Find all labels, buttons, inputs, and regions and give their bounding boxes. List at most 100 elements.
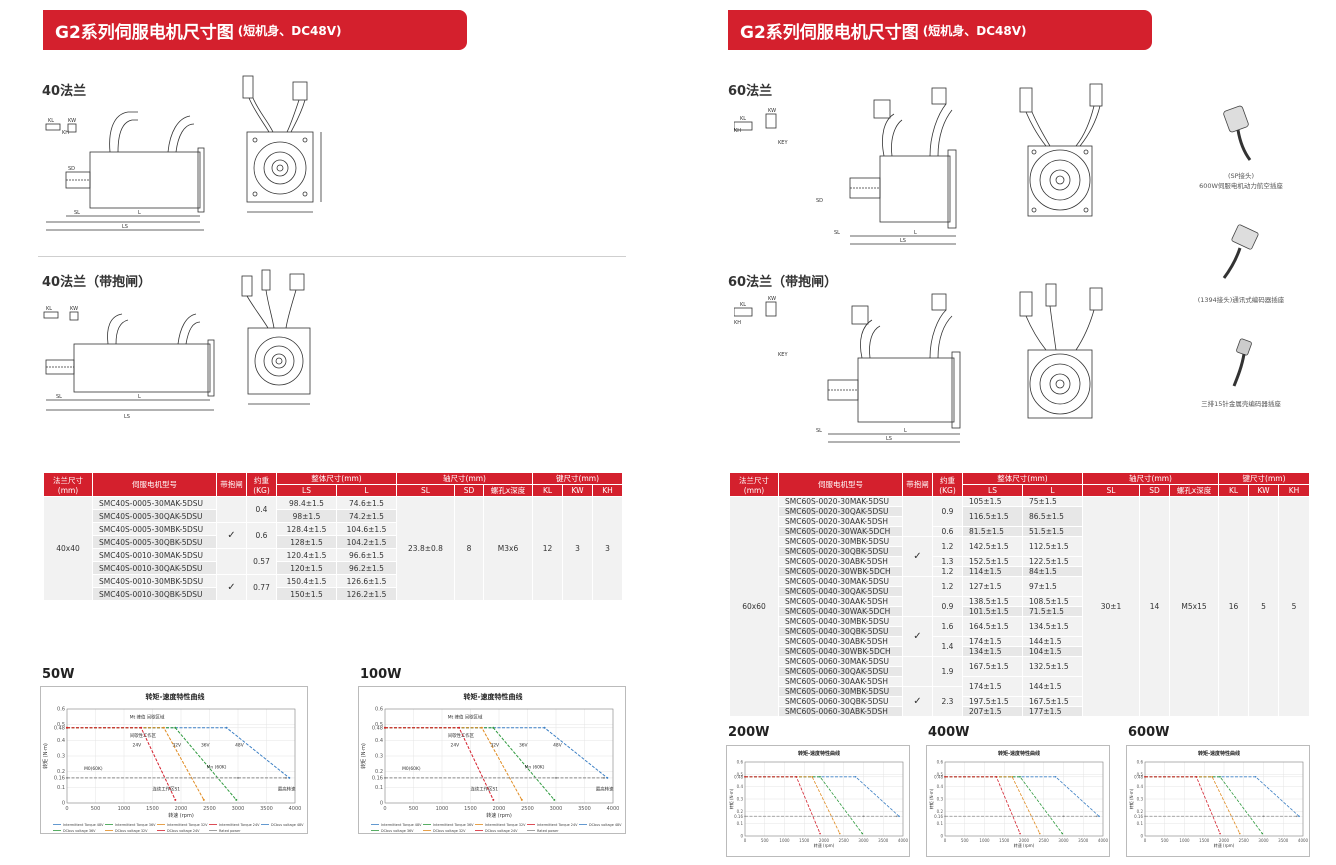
model-cell: SMC60S-0040-30MAK-5DSU <box>778 576 903 587</box>
model-cell: SMC60S-0060-30QAK-5DSU <box>778 666 903 677</box>
th-overall: 整体尺寸(mm) <box>276 472 397 485</box>
x-axis-label: 转速 (rpm) <box>1014 842 1035 848</box>
dim-kw: KW <box>68 118 76 124</box>
x-tick-label: 2000 <box>1219 838 1230 843</box>
x-tick-label: 4000 <box>1298 838 1309 843</box>
l-cell: 144±1.5 <box>1022 676 1083 697</box>
series-line <box>945 776 1100 817</box>
brake-cell: ✓ <box>216 574 247 601</box>
legend-entry: DCbus voltage 36V <box>63 829 96 833</box>
y-tick-label: 0.16 <box>934 814 943 819</box>
section-title-40-brake: 40法兰（带抱闸） <box>42 275 152 290</box>
y-tick-label: 0.1 <box>937 821 944 826</box>
l-cell: 71.5±1.5 <box>1022 606 1083 617</box>
y-tick-label: 0.16 <box>54 775 65 781</box>
plot-frame <box>944 761 1104 837</box>
brake-cell: ✓ <box>902 536 933 577</box>
th-key: 键尺寸(mm) <box>532 472 624 485</box>
data-point <box>1011 776 1013 778</box>
table-row: 40x40 SMC40S-0005-30MAK-5DSU 0.4 98.4±1.… <box>43 496 624 601</box>
ls-cell: 116.5±1.5 <box>962 506 1023 527</box>
dim-l: L <box>138 210 141 216</box>
x-tick-label: 3000 <box>232 806 245 812</box>
chart-title: 转矩-速度特性曲线 <box>464 692 523 701</box>
dim-key-60: KEY <box>778 140 788 146</box>
data-point <box>162 726 165 729</box>
data-point <box>1098 815 1100 818</box>
x-tick-label: 2500 <box>521 806 534 812</box>
th-kh: KH <box>1278 484 1311 497</box>
ls-cell: 138.5±1.5 <box>962 596 1023 607</box>
check-icon: ✓ <box>913 696 922 707</box>
y-tick-label: 0.6 <box>737 760 744 765</box>
note-sp: (SP接头) 600W伺服电机动力航空插座 <box>1199 172 1283 190</box>
data-point <box>1262 815 1265 818</box>
data-point <box>1054 776 1057 778</box>
y-tick-label: 0.3 <box>737 797 744 802</box>
data-point <box>492 726 495 729</box>
kl-cell: 12 <box>532 496 564 601</box>
note-15pin: 三排15针金属壳编码器插座 <box>1201 400 1281 408</box>
series-line <box>945 776 1063 834</box>
y-tick-label: 0.16 <box>1134 814 1143 819</box>
x-tick-label: 1000 <box>436 806 449 812</box>
check-icon: ✓ <box>913 551 922 562</box>
y-axis-label: 转矩 (N·m) <box>1128 788 1134 809</box>
y-tick-label: 0.6 <box>57 707 65 713</box>
section-title-60: 60法兰 <box>728 84 773 99</box>
th-shaft: 轴尺寸(mm) <box>1081 472 1220 485</box>
drawing-40-front <box>225 72 335 232</box>
data-point <box>543 726 546 729</box>
dim-kw-60: KW <box>768 108 776 114</box>
y-tick-label: 0.2 <box>737 809 744 814</box>
data-point <box>819 776 821 778</box>
x-tick-label: 4000 <box>1098 838 1109 843</box>
data-point <box>553 798 556 801</box>
data-point <box>174 726 177 729</box>
th-sl: SL <box>1082 484 1140 497</box>
data-point <box>1144 815 1146 818</box>
l-cell: 74.2±1.5 <box>336 509 397 523</box>
l-cell: 104.2±1.5 <box>336 535 397 549</box>
l-cell: 104±1.5 <box>1022 646 1083 657</box>
series-line <box>1145 776 1263 834</box>
dim-kh: KH <box>62 130 69 136</box>
data-point <box>1219 776 1221 778</box>
y-tick-label: 0.1 <box>1137 821 1144 826</box>
plot-frame <box>744 761 904 837</box>
drawing-40-brake-front <box>234 264 334 416</box>
l-cell: 84±1.5 <box>1022 566 1083 577</box>
chart-annotation: Mn (60K) <box>207 765 227 771</box>
l-cell: 126.2±1.5 <box>336 587 397 601</box>
legend-entry: Intermittent Torque 36V <box>433 823 474 827</box>
series-line <box>945 776 1041 834</box>
x-tick-label: 500 <box>1161 838 1169 843</box>
legend-entry: DCbus voltage 24V <box>485 829 518 833</box>
model-cell: SMC60S-0040-30MBK-5DSU <box>778 616 903 627</box>
model-cell: SMC40S-0005-30QAK-5DSU <box>92 509 217 523</box>
kh-cell: 5 <box>1278 496 1311 717</box>
data-point <box>1062 815 1065 818</box>
model-cell: SMC60S-0040-30AAK-5DSH <box>778 596 903 607</box>
series-line <box>1145 776 1300 817</box>
y-tick-label: 0.48 <box>934 774 943 779</box>
data-point <box>1019 776 1021 778</box>
connector-sp-icon <box>1216 104 1266 164</box>
x-tick-label: 1000 <box>1179 838 1190 843</box>
ls-cell: 127±1.5 <box>962 576 1023 597</box>
x-tick-label: 3000 <box>550 806 563 812</box>
th-brake: 带抱闸 <box>216 472 247 497</box>
dim-kw-brake: KW <box>70 306 78 312</box>
data-point <box>202 798 205 801</box>
model-cell: SMC60S-0020-30QBK-5DSU <box>778 546 903 557</box>
model-cell: SMC40S-0005-30QBK-5DSU <box>92 535 217 549</box>
sl-cell: 23.8±0.8 <box>396 496 455 601</box>
th-l: L <box>1022 484 1083 497</box>
weight-cell: 0.9 <box>932 496 963 527</box>
right-page: G2系列伺服电机尺寸图 (短机身、DC48V) 60法兰 <box>668 0 1336 865</box>
dim-sl: SL <box>74 210 80 216</box>
series-line <box>745 776 900 817</box>
